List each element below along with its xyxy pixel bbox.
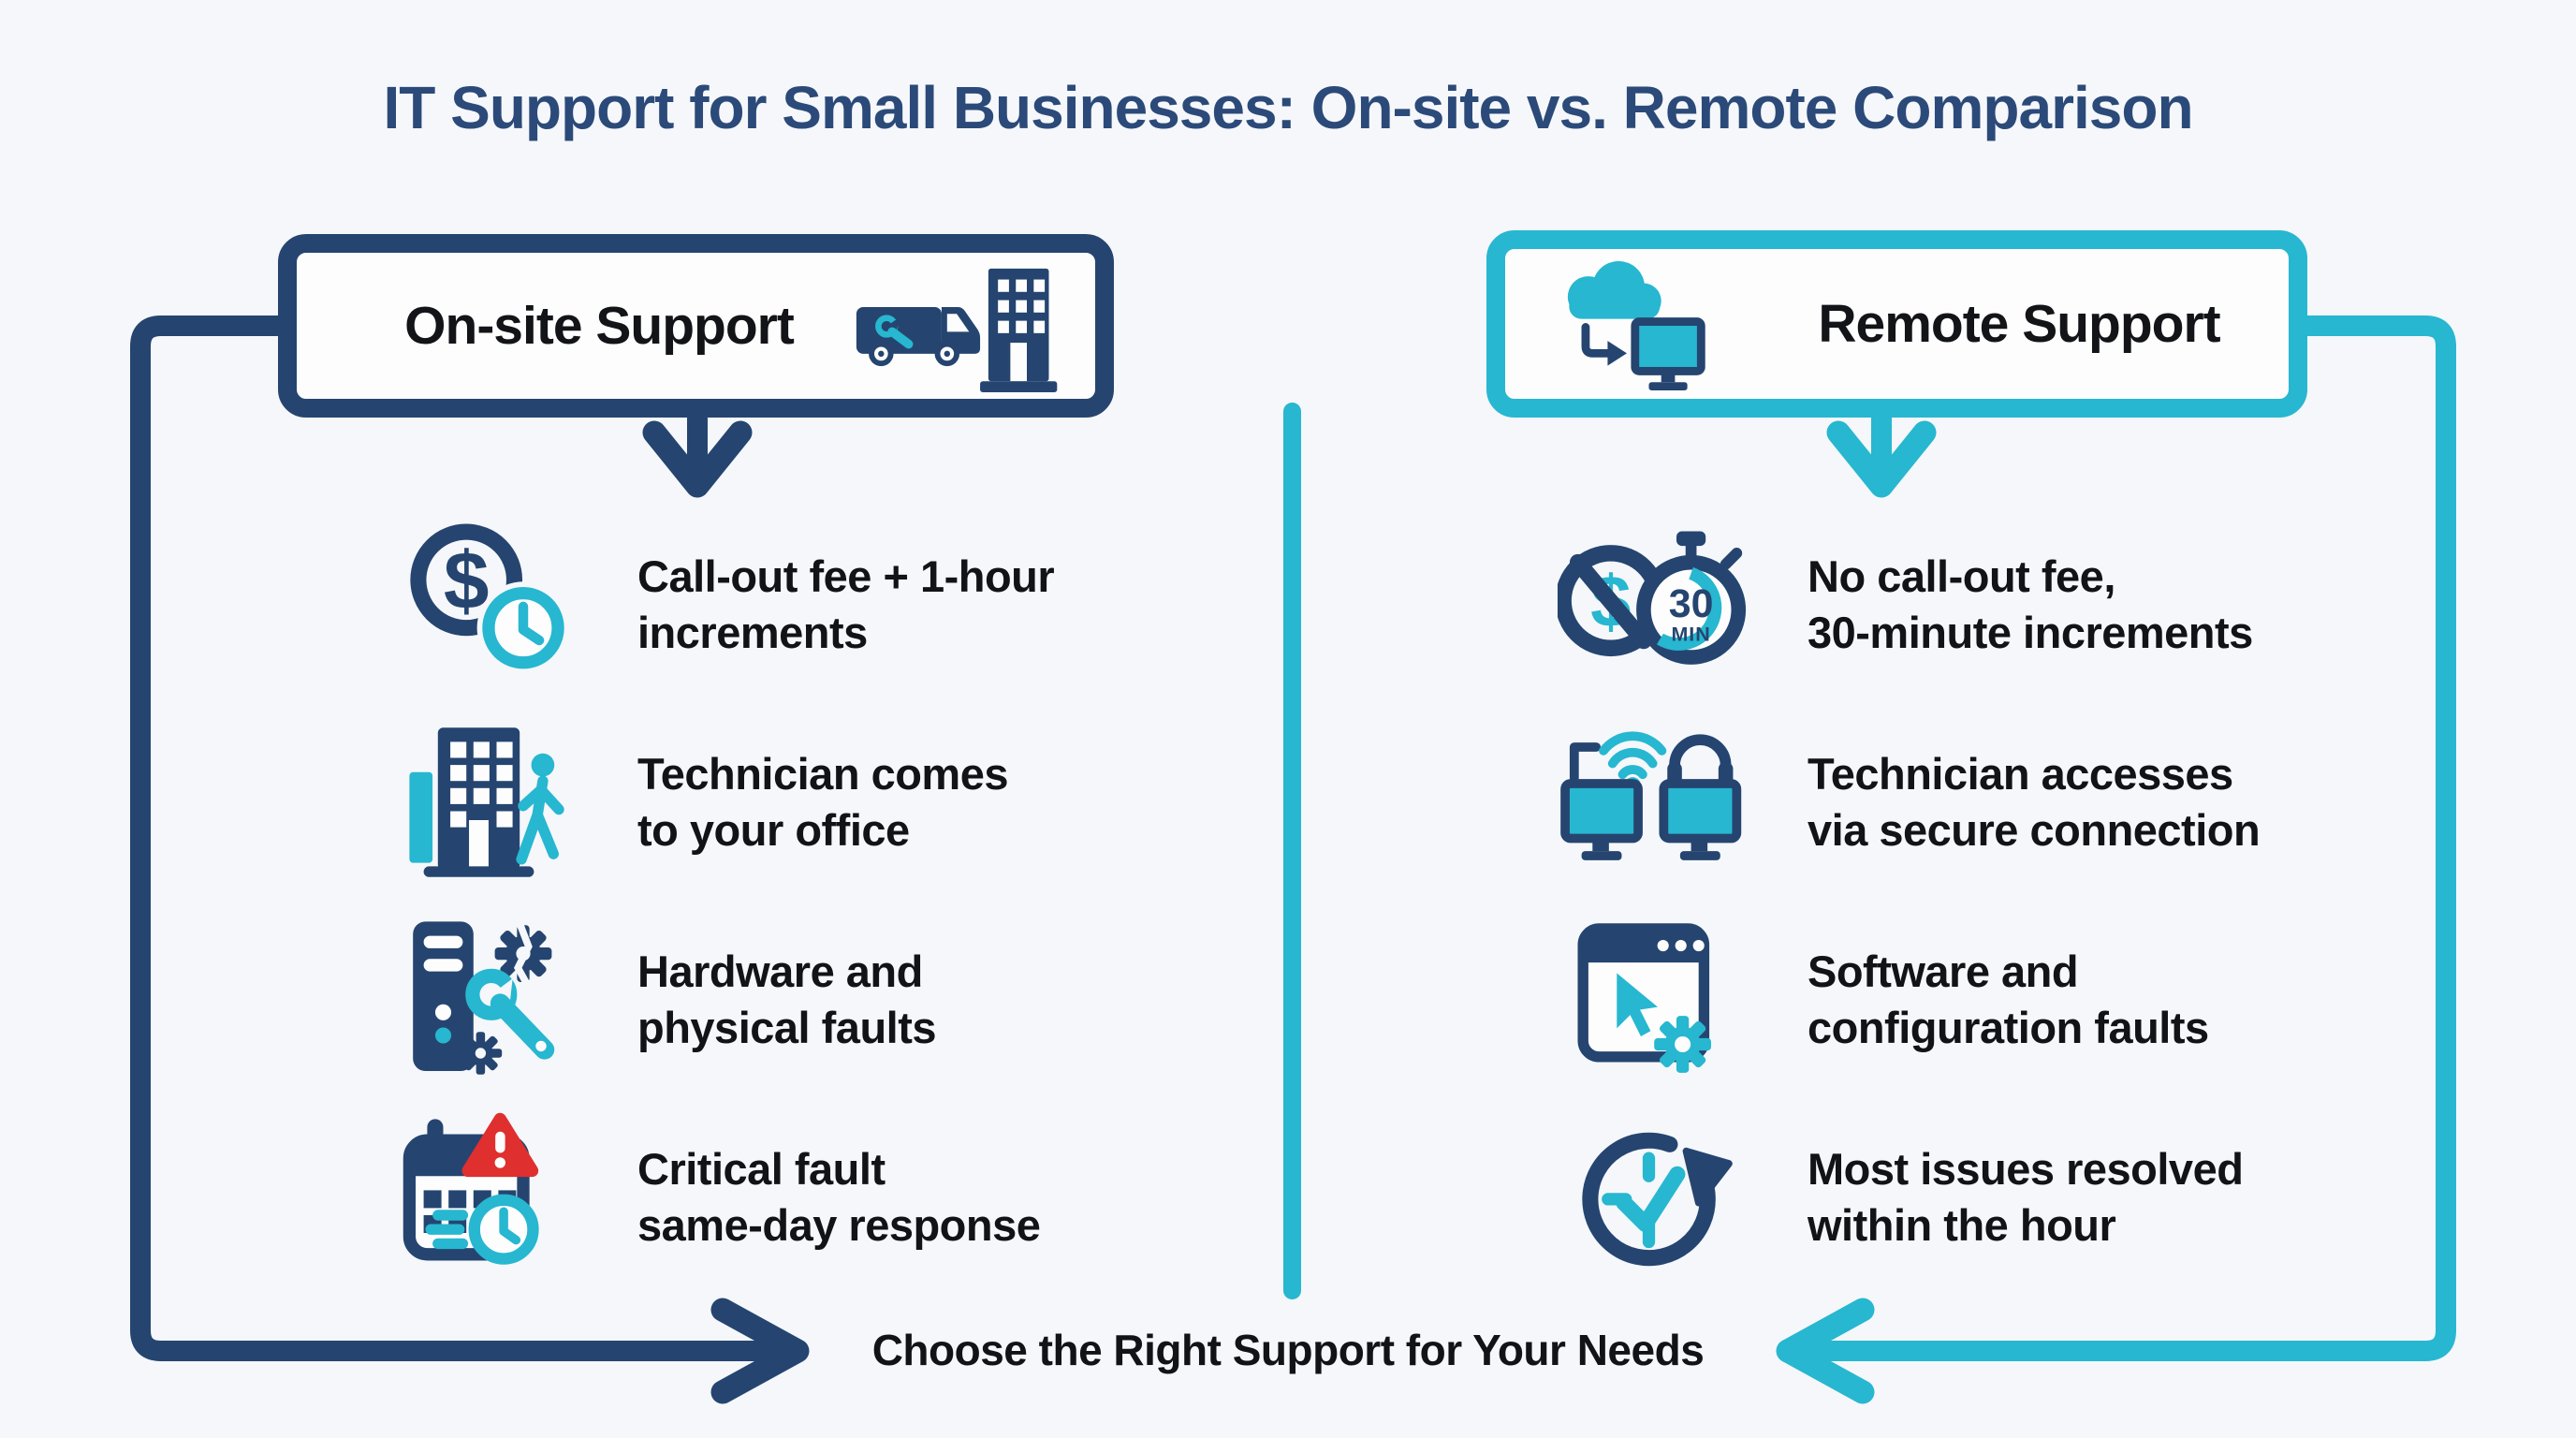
item-text-line: to your office [637, 804, 910, 855]
remote-down-arrowhead [1826, 420, 1937, 498]
footer-callout: Choose the Right Support for Your Needs [871, 1326, 1705, 1374]
remote-loop-connector [1809, 315, 2456, 1361]
remote-item-fee: $ 30 MIN No call-out fee, 30-minute incr… [1540, 513, 2495, 696]
onsite-arrowhead [710, 1298, 810, 1404]
item-text-line: Software and [1808, 946, 2079, 996]
item-text-line: Call-out fee + 1-hour [637, 550, 1055, 601]
onsite-item-fee: $ Call-out fee + 1-hour increments [370, 513, 1306, 696]
clock-check-icon [1582, 1132, 1733, 1266]
onsite-down-arrowhead [642, 420, 753, 498]
onsite-column: $ Call-out fee + 1-hour increments [370, 513, 1306, 1303]
remote-column: $ 30 MIN No call-out fee, 30-minute incr… [1540, 513, 2495, 1303]
office-building-walker-icon [409, 726, 564, 877]
remote-item-access: Technician accesses via secure connectio… [1540, 711, 2495, 893]
item-text-line: same-day response [637, 1199, 1041, 1250]
item-text-line: 30-minute increments [1808, 607, 2253, 657]
dollar-clock-icon: $ [410, 523, 570, 674]
item-text-line: Technician comes [637, 748, 1009, 799]
item-text-line: Critical fault [637, 1143, 886, 1194]
service-van-building-icon [856, 268, 1058, 392]
item-text-line: Most issues resolved [1808, 1143, 2244, 1194]
onsite-loop-connector [130, 315, 776, 1361]
remote-header-label: Remote Support [1818, 294, 2220, 354]
stopwatch-unit: MIN [1671, 624, 1710, 646]
item-text-line: Hardware and [637, 946, 923, 996]
item-text-line: physical faults [637, 1002, 937, 1052]
stopwatch-value: 30 [1668, 581, 1713, 626]
remote-header-box: Remote Support [1486, 230, 2307, 418]
center-divider [1283, 403, 1301, 1299]
cloud-remote-monitor-icon [1567, 260, 1705, 390]
no-fee-stopwatch-icon: $ 30 MIN [1557, 531, 1746, 665]
server-repair-tools-icon [413, 920, 555, 1075]
calendar-alert-clock-icon [402, 1112, 539, 1265]
secure-remote-access-icon [1559, 731, 1741, 860]
remote-arrowhead [1776, 1298, 1875, 1404]
item-text-line: increments [637, 607, 868, 657]
remote-item-software: Software and configuration faults [1540, 908, 2495, 1091]
onsite-header-box: On-site Support [278, 234, 1114, 418]
page-title: IT Support for Small Businesses: On-site… [383, 74, 2193, 141]
onsite-item-hardware: Hardware and physical faults [370, 908, 1306, 1091]
item-text-line: within the hour [1808, 1199, 2116, 1250]
onsite-header-label: On-site Support [404, 296, 795, 356]
software-window-gear-icon [1577, 922, 1711, 1073]
item-text-line: Technician accesses [1808, 748, 2233, 799]
item-text-line: configuration faults [1808, 1002, 2209, 1052]
item-text-line: No call-out fee, [1808, 550, 2115, 601]
onsite-item-critical: Critical fault same-day response [370, 1106, 1306, 1288]
onsite-item-technician: Technician comes to your office [370, 711, 1306, 893]
item-text-line: via secure connection [1808, 804, 2261, 855]
remote-item-resolution: Most issues resolved within the hour [1540, 1106, 2495, 1288]
